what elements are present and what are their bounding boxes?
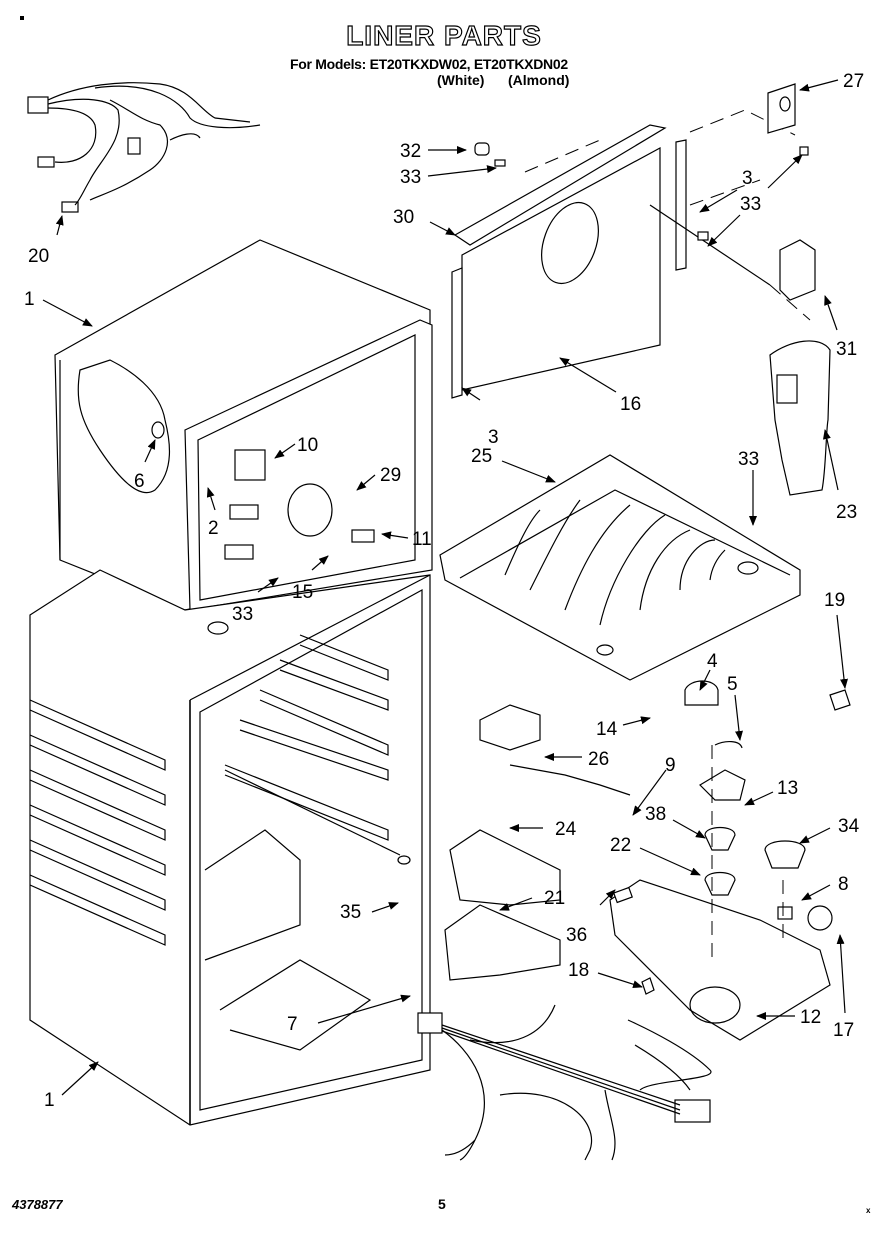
callout-13: 13 bbox=[777, 778, 798, 799]
callout-32: 32 bbox=[400, 141, 421, 162]
light-housing-assembly bbox=[444, 680, 851, 1041]
callout-26: 26 bbox=[588, 749, 609, 770]
callout-7: 7 bbox=[287, 1014, 298, 1035]
callout-18: 18 bbox=[568, 960, 589, 981]
callout-27: 27 bbox=[843, 71, 864, 92]
callout-8: 8 bbox=[838, 874, 849, 895]
callout-9: 9 bbox=[665, 755, 676, 776]
callout-5: 5 bbox=[727, 674, 738, 695]
corner-registration-mark bbox=[20, 16, 24, 20]
callout-33: 33 bbox=[400, 167, 421, 188]
callout-17: 17 bbox=[833, 1020, 854, 1041]
callout-20: 20 bbox=[28, 246, 49, 267]
callout-30: 30 bbox=[393, 207, 414, 228]
freezer-floor bbox=[439, 454, 801, 681]
callout-4: 4 bbox=[707, 651, 718, 672]
callout-3: 3 bbox=[488, 427, 499, 448]
callout-15: 15 bbox=[292, 582, 313, 603]
callout-14: 14 bbox=[596, 719, 618, 740]
model-color-almond: (Almond) bbox=[508, 72, 570, 88]
callout-31: 31 bbox=[836, 339, 857, 360]
leader-arrows bbox=[42, 79, 848, 1096]
callout-29: 29 bbox=[380, 465, 401, 486]
callout-33: 33 bbox=[740, 194, 761, 215]
callout-1: 1 bbox=[44, 1090, 55, 1111]
callout-25: 25 bbox=[471, 446, 492, 467]
air-duct bbox=[769, 239, 831, 496]
document-code: 4378877 bbox=[12, 1197, 63, 1212]
callout-38: 38 bbox=[645, 804, 666, 825]
callout-12: 12 bbox=[800, 1007, 821, 1028]
fresh-food-liner bbox=[29, 569, 431, 1126]
shelf-rails bbox=[224, 634, 401, 856]
footer-mark: x bbox=[866, 1206, 871, 1215]
wiring-harness-bottom bbox=[417, 1004, 712, 1161]
freezer-liner bbox=[54, 239, 433, 611]
page-number: 5 bbox=[438, 1196, 446, 1212]
wiring-harness-top bbox=[27, 82, 261, 236]
callout-21: 21 bbox=[544, 888, 565, 909]
callout-35: 35 bbox=[340, 902, 361, 923]
divider-panel bbox=[451, 83, 811, 399]
callout-1: 1 bbox=[24, 289, 35, 310]
page-title: LINER PARTS bbox=[346, 19, 542, 51]
callout-23: 23 bbox=[836, 502, 857, 523]
models-line: For Models: ET20TKXDW02, ET20TKXDN02 bbox=[290, 56, 568, 72]
callout-33: 33 bbox=[232, 604, 253, 625]
freezer-side-ridges bbox=[29, 699, 166, 946]
callout-24: 24 bbox=[555, 819, 577, 840]
callout-6: 6 bbox=[134, 471, 145, 492]
callout-10: 10 bbox=[297, 435, 318, 456]
callout-11: 11 bbox=[412, 529, 432, 550]
callout-2: 2 bbox=[208, 518, 219, 539]
model-color-white: (White) bbox=[437, 72, 485, 88]
callout-36: 36 bbox=[566, 925, 587, 946]
callout-33: 33 bbox=[738, 449, 759, 470]
callout-labels: 27 32 33 3 33 30 20 1 31 16 3 25 10 6 29… bbox=[24, 71, 864, 1111]
callout-34: 34 bbox=[838, 816, 860, 837]
callout-16: 16 bbox=[620, 394, 641, 415]
callout-19: 19 bbox=[824, 590, 845, 611]
callout-22: 22 bbox=[610, 835, 631, 856]
callout-3: 3 bbox=[742, 168, 753, 189]
